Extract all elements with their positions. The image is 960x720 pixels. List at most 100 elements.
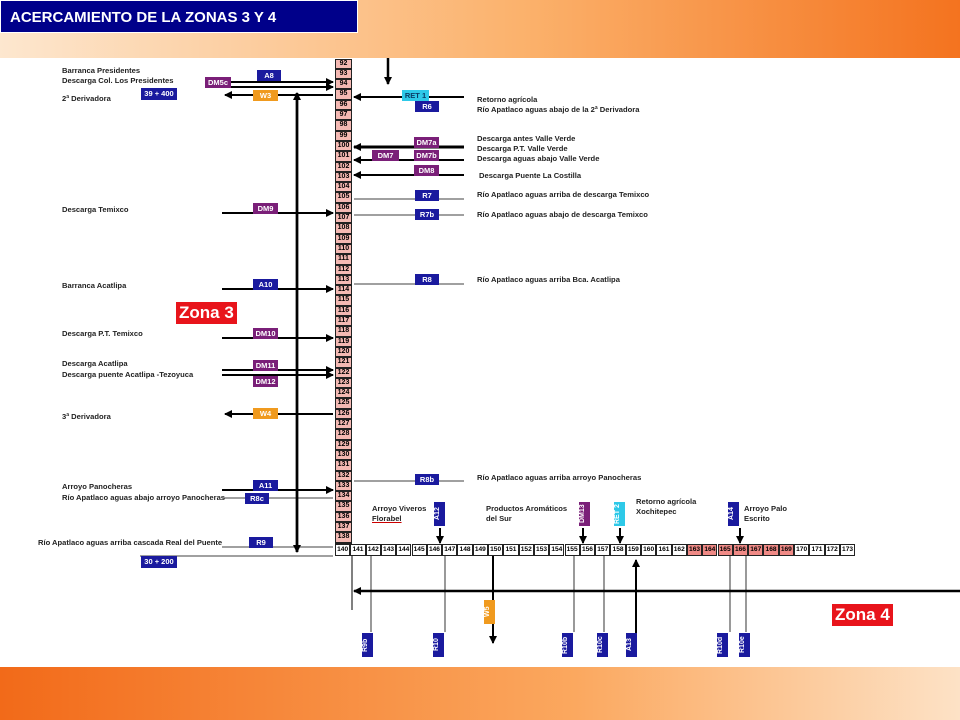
label-rio-abajo-panocheras: Río Apatlaco aguas abajo arroyo Panocher… [62,493,226,502]
horizontal-cell: 149 [472,544,488,556]
station-box-w3: W3 [253,90,278,101]
vertical-cell: 104 [335,182,352,193]
label-rio-abajo-descarga-temixco: Río Apatlaco aguas abajo de descarga Tem… [477,210,648,219]
vertical-cell: 138 [335,532,352,543]
vertical-cell: 92 [335,58,352,69]
horizontal-cell: 159 [625,544,641,556]
vertical-cell: 98 [335,120,352,131]
label-barranca-presidentes: Barranca Presidentes [62,66,141,75]
horizontal-cell: 162 [671,544,687,556]
station-box-r8c: R8c [245,493,269,504]
label-retorno-agricola: Retorno agrícola [477,95,538,104]
vertical-cell: 99 [335,130,352,141]
station-box-r9b: R9b [362,633,373,657]
station-box-r6: R6 [415,101,439,112]
vertical-cell: 107 [335,213,352,224]
horizontal-cell: 148 [457,544,473,556]
horizontal-cell: 173 [839,544,856,556]
vertical-cell: 116 [335,305,352,317]
vertical-cell: 122 [335,367,352,378]
station-box-dm12: DM12 [253,376,278,387]
label-del-sur: del Sur [486,514,512,523]
horizontal-cell: 153 [533,544,550,556]
label-florabel: Florabel [372,514,402,523]
vertical-cell: 96 [335,99,352,111]
label-arroyo-panocheras: Arroyo Panocheras [62,482,133,491]
station-box-w4: W4 [253,408,278,419]
station-box-a13: A13 [626,633,637,657]
station-box-dm7: DM7 [372,150,399,161]
horizontal-cell: 166 [732,544,749,556]
vertical-cell: 123 [335,377,352,389]
horizontal-cell: 143 [380,544,397,556]
vertical-cell: 97 [335,110,352,121]
station-box-ret1: RET 1 [402,90,429,101]
horizontal-cell: 165 [717,544,733,556]
vertical-cell: 133 [335,480,352,492]
horizontal-cell: 154 [549,544,565,556]
horizontal-cell: 141 [350,544,366,556]
horizontal-cell: 155 [564,544,580,556]
label-descarga-col-presidentes: Descarga Col. Los Presidentes [62,76,174,85]
vertical-cell: 121 [335,357,352,368]
station-box-r10e: R10e [739,633,750,657]
horizontal-cell: 163 [686,544,703,556]
page-title: ACERCAMIENTO DE LA ZONAS 3 Y 4 [0,0,358,33]
label-rio-arriba-acatlipa: Río Apatlaco aguas arriba Bca. Acatlipa [477,275,620,284]
vertical-cell: 119 [335,336,352,347]
horizontal-cell: 144 [396,544,412,556]
horizontal-cell: 171 [809,544,825,556]
vertical-cell: 100 [335,140,352,152]
zona-4-label: Zona 4 [832,604,893,626]
horizontal-cell: 147 [442,544,458,556]
label-rio-arriba-cascada: Río Apatlaco aguas arriba cascada Real d… [38,538,223,547]
horizontal-cell: 169 [778,544,794,556]
vertical-cell: 124 [335,388,352,399]
vertical-cell: 112 [335,264,352,275]
label-escrito: Escrito [744,514,770,523]
label-xochitepec: Xochitepec [636,507,677,516]
vertical-cell: 120 [335,346,352,358]
vertical-cell: 115 [335,295,352,306]
horizontal-cell: 167 [748,544,764,556]
label-barranca-acatlipa: Barranca Acatlipa [62,281,127,290]
label-descarga-acatlipa: Descarga Acatlipa [62,359,128,368]
station-box-a11: A11 [253,480,278,491]
station-box-r8: R8 [415,274,439,285]
vertical-cell: 137 [335,522,352,533]
station-box-dm8: DM8 [414,165,439,176]
label-rio-abajo-2a-derivadora: Río Apatlaco aguas abajo de la 2ª Deriva… [477,105,640,114]
station-box-a14: A14 [728,502,739,526]
vertical-cell: 126 [335,408,352,420]
station-box-dm7a: DM7a [414,137,439,148]
label-arroyo-viveros: Arroyo Viveros [372,504,427,513]
horizontal-cell: 145 [411,544,427,556]
horizontal-cell: 151 [503,544,519,556]
label-descarga-pt-valle-verde: Descarga P.T. Valle Verde [477,144,568,153]
chainage-top: 39 + 400 [141,88,177,100]
vertical-cell: 129 [335,439,352,450]
label-retorno-agricola-xochitepec: Retorno agrícola [636,497,697,506]
vertical-cell: 134 [335,491,352,502]
horizontal-cell: 161 [656,544,672,556]
horizontal-cell: 160 [641,544,657,556]
station-box-dm13: DM13 [579,502,590,526]
vertical-cell: 105 [335,192,352,203]
label-descarga-abajo-valle-verde: Descarga aguas abajo Valle Verde [477,154,600,163]
label-descarga-puente-acatlipa: Descarga puente Acatlipa -Tezoyuca [62,370,194,379]
vertical-cell: 94 [335,79,352,90]
vertical-cell: 118 [335,326,352,337]
station-box-r9: R9 [249,537,273,548]
zona-3-label: Zona 3 [176,302,237,324]
vertical-cell: 102 [335,161,352,172]
vertical-cell: 93 [335,68,352,80]
label-rio-arriba-panocheras: Río Apatlaco aguas arriba arroyo Panoche… [477,473,642,482]
station-box-dm7b: DM7b [414,150,439,161]
horizontal-cell: 156 [579,544,596,556]
station-box-r7: R7 [415,190,439,201]
vertical-cell: 132 [335,470,352,481]
vertical-cell: 136 [335,511,352,523]
station-box-a8: A8 [257,70,281,81]
horizontal-cell: 152 [518,544,534,556]
vertical-cell: 135 [335,501,352,512]
